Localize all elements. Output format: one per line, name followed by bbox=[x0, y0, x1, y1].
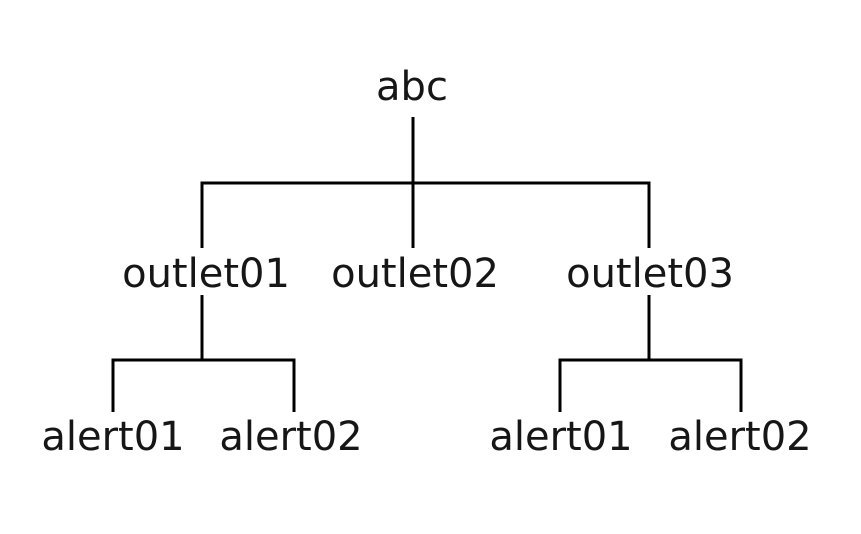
node-outlet01-label: outlet01 bbox=[122, 251, 290, 297]
node-outlet03-alert01-label: alert01 bbox=[489, 414, 632, 460]
node-root-label: abc bbox=[376, 64, 448, 110]
node-outlet03-alert02-label: alert02 bbox=[668, 414, 811, 460]
connector-root-branch bbox=[200, 181, 651, 248]
node-outlet01-alert01-label: alert01 bbox=[41, 414, 184, 460]
connector-outlet03-branch bbox=[558, 358, 743, 412]
node-outlet03-label: outlet03 bbox=[566, 251, 734, 297]
node-outlet01-alert02-label: alert02 bbox=[219, 414, 362, 460]
node-outlet02-label: outlet02 bbox=[331, 251, 499, 297]
connector-outlet01-branch bbox=[111, 358, 296, 412]
